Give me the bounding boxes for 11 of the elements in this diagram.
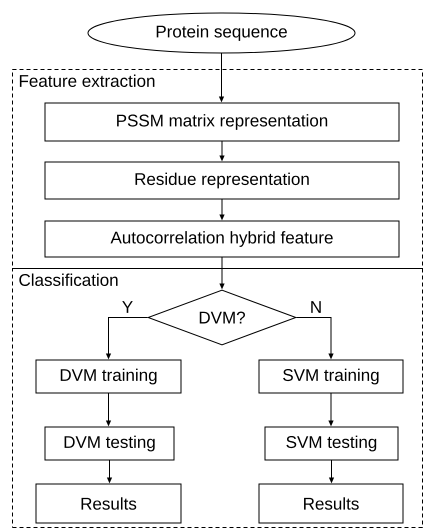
edge-label: Y	[120, 300, 134, 314]
process-box: DVM training	[36, 360, 182, 394]
process-box: Results	[258, 484, 404, 524]
process-box: SVM training	[258, 360, 404, 394]
process-box: DVM testing	[44, 426, 174, 460]
edge-label: N	[308, 300, 324, 314]
process-box: PSSM matrix representation	[44, 102, 400, 142]
process-box: Autocorrelation hybrid feature	[44, 220, 400, 258]
process-box: Residue representation	[44, 162, 400, 200]
process-box: Results	[36, 484, 182, 524]
process-box: SVM testing	[264, 426, 398, 460]
